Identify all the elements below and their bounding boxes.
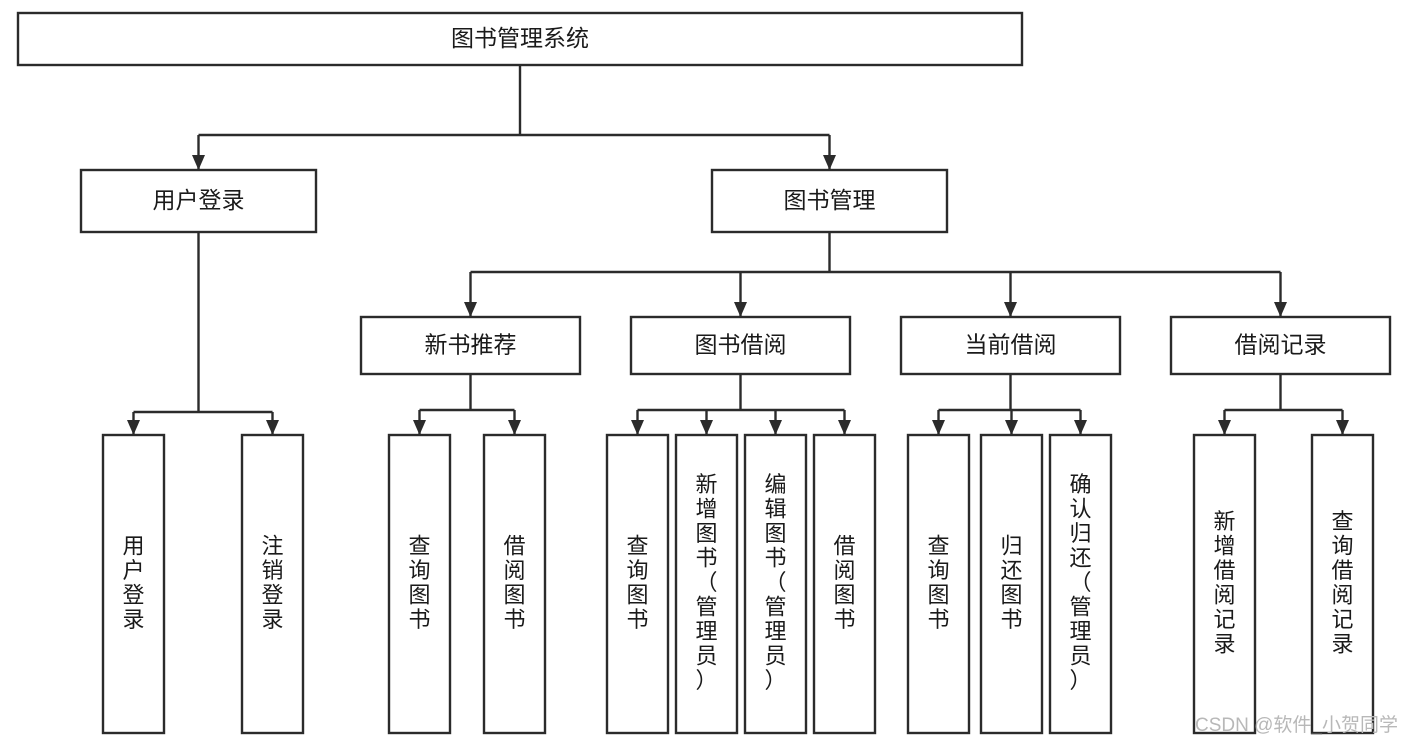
node-label-root: 图书管理系统 — [451, 25, 589, 51]
node-l2_0[interactable]: 用户登录 — [79, 168, 318, 234]
node-label-l2_0: 用户登录 — [153, 187, 245, 213]
node-label-leaf_10: 确认归还（管理员） — [1069, 472, 1091, 693]
node-root[interactable]: 图书管理系统 — [16, 11, 1024, 67]
node-box-leaf_3[interactable] — [482, 433, 547, 735]
arrow-head-leaf_6 — [769, 420, 782, 435]
node-leaf_6[interactable]: 编辑图书（管理员） — [743, 433, 808, 735]
node-box-leaf_10[interactable] — [1048, 433, 1113, 735]
node-l3_0[interactable]: 新书推荐 — [359, 315, 582, 376]
watermark-label: CSDN @软件_小贺同学 — [1195, 714, 1398, 736]
node-box-leaf_6[interactable] — [743, 433, 808, 735]
node-label-leaf_11: 新增借阅记录 — [1213, 509, 1235, 657]
node-box-leaf_0[interactable] — [101, 433, 166, 735]
arrow-head-leaf_1 — [266, 420, 279, 435]
node-box-leaf_5[interactable] — [674, 433, 739, 735]
node-box-l3_0[interactable] — [359, 315, 582, 376]
node-leaf_9[interactable]: 归还图书 — [979, 433, 1044, 735]
node-l3_2[interactable]: 当前借阅 — [899, 315, 1122, 376]
node-label-leaf_4: 查询图书 — [626, 533, 648, 632]
node-leaf_11[interactable]: 新增借阅记录 — [1192, 433, 1257, 735]
arrow-head-l3_0 — [464, 302, 477, 317]
node-leaf_2[interactable]: 查询图书 — [387, 433, 452, 735]
node-label-leaf_8: 查询图书 — [927, 533, 949, 632]
node-leaf_1[interactable]: 注销登录 — [240, 433, 305, 735]
node-label-l3_3: 借阅记录 — [1235, 332, 1327, 358]
node-box-leaf_12[interactable] — [1310, 433, 1375, 735]
node-box-root[interactable] — [16, 11, 1024, 67]
arrow-head-l2_1 — [823, 155, 836, 170]
node-leaf_3[interactable]: 借阅图书 — [482, 433, 547, 735]
node-box-leaf_7[interactable] — [812, 433, 877, 735]
nodes-layer: 图书管理系统用户登录图书管理新书推荐图书借阅当前借阅借阅记录用户登录注销登录查询… — [16, 11, 1392, 735]
arrow-head-leaf_4 — [631, 420, 644, 435]
node-box-leaf_11[interactable] — [1192, 433, 1257, 735]
node-leaf_0[interactable]: 用户登录 — [101, 433, 166, 735]
node-leaf_8[interactable]: 查询图书 — [906, 433, 971, 735]
node-label-l2_1: 图书管理 — [784, 187, 876, 213]
node-leaf_12[interactable]: 查询借阅记录 — [1310, 433, 1375, 735]
node-box-l2_0[interactable] — [79, 168, 318, 234]
node-label-leaf_2: 查询图书 — [408, 533, 430, 632]
node-label-leaf_6: 编辑图书（管理员） — [764, 472, 786, 693]
node-leaf_5[interactable]: 新增图书（管理员） — [674, 433, 739, 735]
node-label-l3_0: 新书推荐 — [425, 332, 517, 358]
arrow-head-leaf_0 — [127, 420, 140, 435]
node-label-leaf_3: 借阅图书 — [503, 533, 525, 632]
node-box-leaf_8[interactable] — [906, 433, 971, 735]
arrow-head-leaf_7 — [838, 420, 851, 435]
node-label-leaf_1: 注销登录 — [261, 533, 283, 632]
node-box-leaf_2[interactable] — [387, 433, 452, 735]
arrow-head-leaf_3 — [508, 420, 521, 435]
node-label-l3_1: 图书借阅 — [695, 332, 787, 358]
arrow-head-leaf_2 — [413, 420, 426, 435]
arrow-head-leaf_10 — [1074, 420, 1087, 435]
arrow-head-l3_1 — [734, 302, 747, 317]
node-box-l3_1[interactable] — [629, 315, 852, 376]
node-box-leaf_4[interactable] — [605, 433, 670, 735]
arrow-head-l3_3 — [1274, 302, 1287, 317]
node-leaf_4[interactable]: 查询图书 — [605, 433, 670, 735]
node-label-leaf_0: 用户登录 — [122, 533, 144, 632]
node-box-leaf_1[interactable] — [240, 433, 305, 735]
node-box-l3_2[interactable] — [899, 315, 1122, 376]
node-label-leaf_9: 归还图书 — [1000, 533, 1022, 632]
node-label-leaf_5: 新增图书（管理员） — [695, 472, 717, 693]
arrow-head-l3_2 — [1004, 302, 1017, 317]
arrow-head-leaf_9 — [1005, 420, 1018, 435]
node-l2_1[interactable]: 图书管理 — [710, 168, 949, 234]
node-label-l3_2: 当前借阅 — [965, 332, 1057, 358]
arrow-head-leaf_5 — [700, 420, 713, 435]
node-l3_1[interactable]: 图书借阅 — [629, 315, 852, 376]
connectors-layer — [127, 65, 1349, 435]
node-box-l2_1[interactable] — [710, 168, 949, 234]
node-box-leaf_9[interactable] — [979, 433, 1044, 735]
node-leaf_10[interactable]: 确认归还（管理员） — [1048, 433, 1113, 735]
node-box-l3_3[interactable] — [1169, 315, 1392, 376]
node-label-leaf_7: 借阅图书 — [833, 533, 855, 632]
arrow-head-l2_0 — [192, 155, 205, 170]
node-l3_3[interactable]: 借阅记录 — [1169, 315, 1392, 376]
arrow-head-leaf_12 — [1336, 420, 1349, 435]
arrow-head-leaf_11 — [1218, 420, 1231, 435]
node-label-leaf_12: 查询借阅记录 — [1331, 509, 1353, 657]
node-leaf_7[interactable]: 借阅图书 — [812, 433, 877, 735]
arrow-head-leaf_8 — [932, 420, 945, 435]
